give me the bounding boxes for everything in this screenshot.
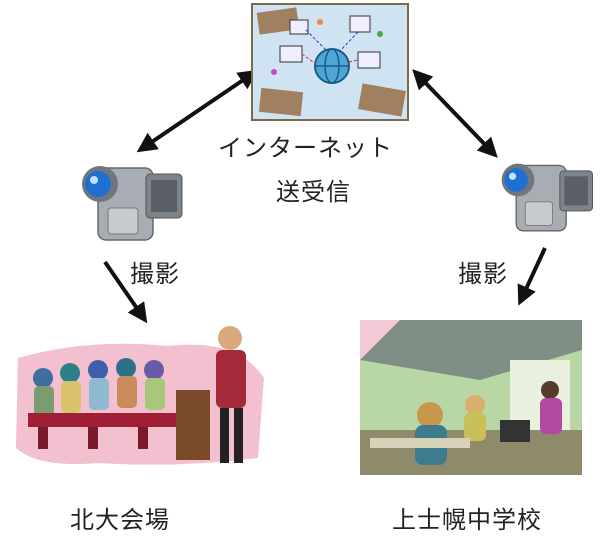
internet-network-icon	[250, 2, 410, 122]
lecture-audience-icon	[8, 318, 270, 473]
video-camera-icon	[498, 152, 598, 247]
internet-label: インターネット	[218, 134, 393, 162]
venue-left-label: 北大会場	[70, 506, 170, 534]
arrow-internet-left-camera	[136, 69, 259, 153]
send-receive-label: 送受信	[276, 178, 351, 206]
classroom-icon	[360, 320, 582, 475]
arrow-camera-to-classroom	[517, 247, 547, 306]
arrow-internet-right-camera	[412, 69, 498, 158]
video-camera-icon	[78, 158, 188, 253]
shoot-label-left: 撮影	[130, 260, 180, 288]
venue-right-label: 上士幌中学校	[392, 506, 542, 534]
shoot-label-right: 撮影	[458, 260, 508, 288]
arrow-camera-to-hall	[103, 260, 148, 324]
